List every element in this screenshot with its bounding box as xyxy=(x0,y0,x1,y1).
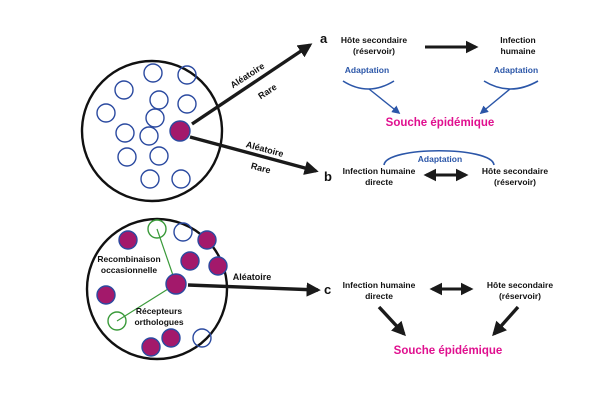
human-infection-a-line1: Infection xyxy=(500,35,535,45)
bottom-population: Recombinaison occasionnelle Récepteurs o… xyxy=(85,217,229,361)
epidemic-strain-a: Souche épidémique xyxy=(386,117,495,129)
direct-infection-b-line2: directe xyxy=(365,177,393,187)
adaptation-left-arc xyxy=(342,80,395,90)
adapted-virus-circle xyxy=(180,251,200,271)
recombination-label-line2: occasionnelle xyxy=(101,265,157,275)
arrow-to-scenario-b xyxy=(189,135,319,175)
virus-circle xyxy=(140,169,160,189)
adapted-virus-circle xyxy=(161,328,181,348)
direct-infection-b-line1: Infection humaine xyxy=(343,166,416,176)
virus-circle xyxy=(192,328,212,348)
secondary-host-a-line2: (réservoir) xyxy=(353,46,395,56)
recombinant-parent-circle xyxy=(147,219,167,239)
virus-circle xyxy=(173,222,193,242)
top-population-boundary xyxy=(80,59,224,203)
adaptation-right-label: Adaptation xyxy=(494,65,538,75)
scenario-a-letter: a xyxy=(320,31,328,46)
mutant-virus-circle xyxy=(169,120,191,142)
recombination-label-line1: Recombinaison xyxy=(97,254,160,264)
adapted-virus-circle xyxy=(118,230,138,250)
arrow-to-scenario-a xyxy=(191,43,313,126)
human-infection-a-line2: humaine xyxy=(501,46,536,56)
adaptation-right-arrow xyxy=(479,88,511,115)
arrow-to-scenario-c xyxy=(187,282,321,297)
secondary-host-b-line1: Hôte secondaire xyxy=(482,166,548,176)
virus-circle xyxy=(117,147,137,167)
virus-circle xyxy=(143,63,163,83)
virus-circle xyxy=(114,80,134,100)
virus-circle xyxy=(177,94,197,114)
scenario-c: c Infection humaine directe Hôte seconda… xyxy=(324,280,553,357)
adaptation-b-label: Adaptation xyxy=(418,154,462,164)
adapted-virus-circle xyxy=(208,256,228,276)
arrow-c-label-random: Aléatoire xyxy=(233,272,272,282)
recombinant-virus-circle xyxy=(165,273,187,295)
virus-circle xyxy=(177,65,197,85)
arrow-host-to-epidemic xyxy=(492,305,520,337)
bottom-population-boundary xyxy=(85,217,229,361)
direct-infection-c-line1: Infection humaine xyxy=(343,280,416,290)
scenario-c-letter: c xyxy=(324,282,331,297)
virus-circle xyxy=(115,123,135,143)
scenario-b: Adaptation b Infection humaine directe H… xyxy=(324,150,548,187)
adaptation-left-arrow xyxy=(368,88,401,115)
adapted-virus-circle xyxy=(141,337,161,357)
adapted-virus-circle xyxy=(197,230,217,250)
virus-circle xyxy=(171,169,191,189)
arrow-direct-to-epidemic xyxy=(377,305,406,337)
secondary-host-b-line2: (réservoir) xyxy=(494,177,536,187)
virus-circle xyxy=(96,103,116,123)
adapted-virus-circle xyxy=(96,285,116,305)
receptors-label-line1: Récepteurs xyxy=(136,306,183,316)
virus-circle xyxy=(145,108,165,128)
scenario-a: a Hôte secondaire (réservoir) Infection … xyxy=(320,31,539,129)
adaptation-b-arc xyxy=(383,150,495,166)
secondary-host-a-line1: Hôte secondaire xyxy=(341,35,407,45)
adaptation-right-arc xyxy=(483,80,539,90)
direct-infection-c-line2: directe xyxy=(365,291,393,301)
virus-circle xyxy=(149,146,169,166)
virus-circle xyxy=(149,90,169,110)
recombinant-parent-circle xyxy=(107,311,127,331)
top-population xyxy=(80,59,224,203)
secondary-host-c-line2: (réservoir) xyxy=(499,291,541,301)
secondary-host-c-line1: Hôte secondaire xyxy=(487,280,553,290)
receptors-label-line2: orthologues xyxy=(134,317,183,327)
arrow-b-label-rare: Rare xyxy=(250,161,272,176)
scenario-b-letter: b xyxy=(324,169,332,184)
arrow-a-label-rare: Rare xyxy=(256,82,278,101)
recombination-link xyxy=(116,283,177,322)
epidemic-strain-c: Souche épidémique xyxy=(394,345,503,357)
adaptation-left-label: Adaptation xyxy=(345,65,389,75)
virus-circle xyxy=(139,126,159,146)
